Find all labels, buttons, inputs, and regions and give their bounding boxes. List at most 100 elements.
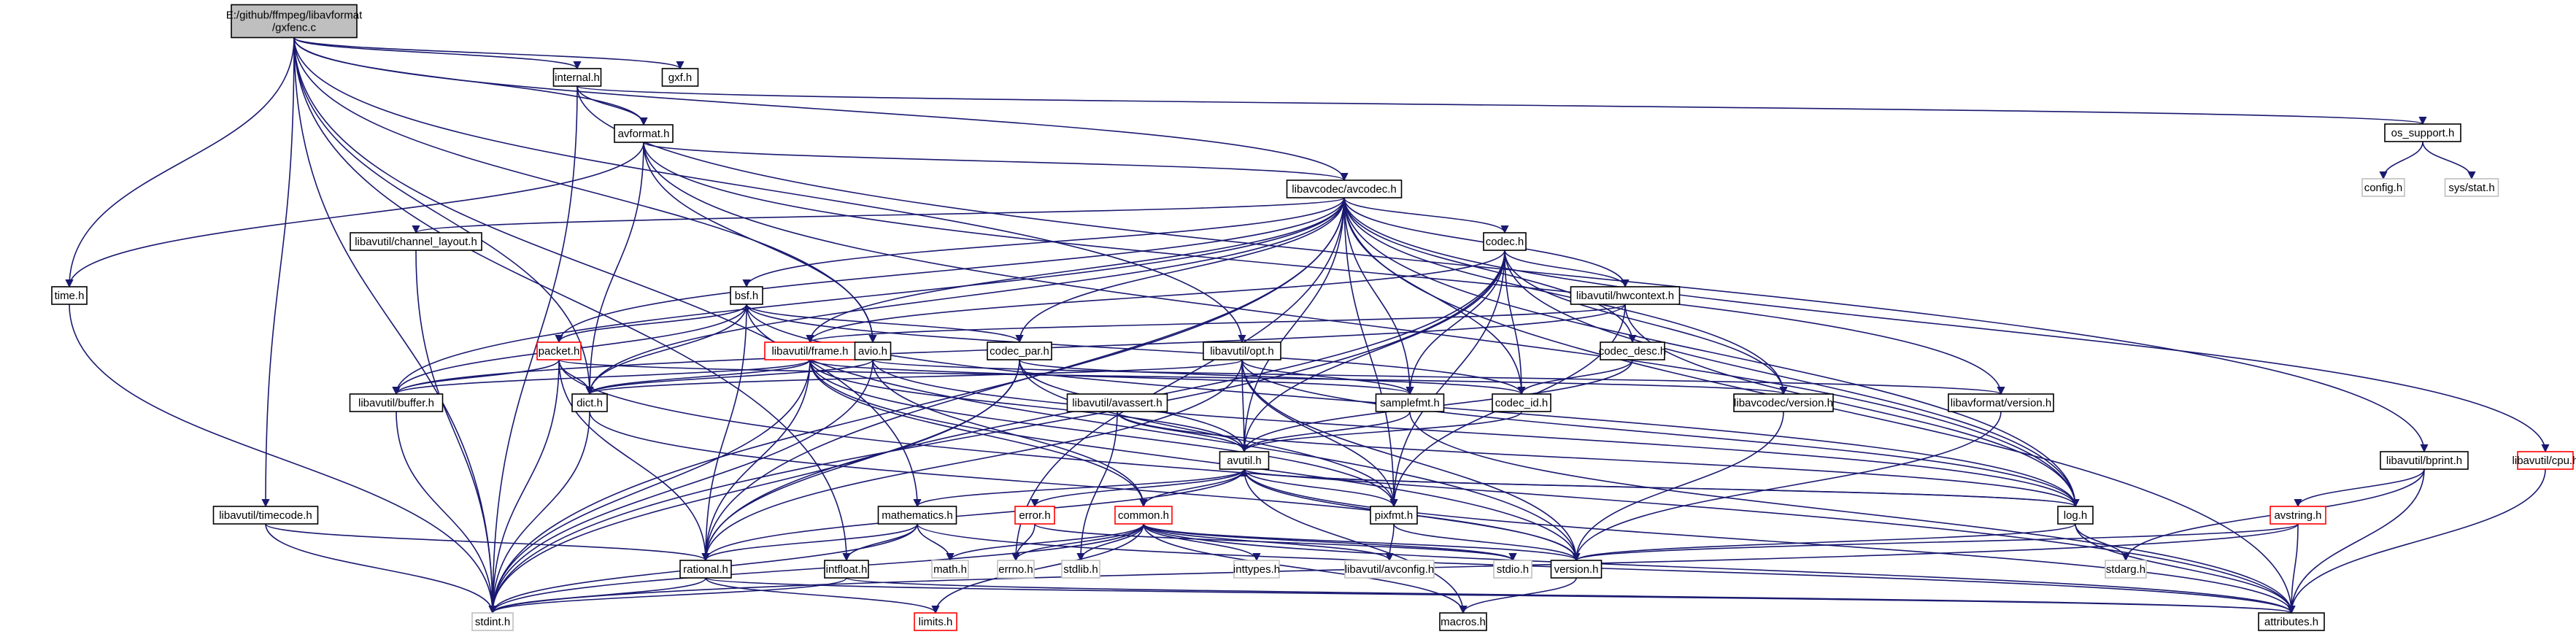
edge-bsf-to-codec_par (746, 304, 1024, 344)
edge-codec-to-hwcontext (1504, 250, 1630, 288)
edge-avformat-to-log (643, 142, 2080, 508)
node-packet[interactable]: packet.h (536, 341, 582, 360)
node-box-channel_layout (350, 232, 482, 251)
node-box-hwcontext (1570, 286, 1681, 305)
edge-codec-to-avcodec_version (1504, 250, 1788, 395)
edge-avcodec-to-channel_layout (412, 197, 1345, 234)
edge-pixfmt-to-avconfig (1385, 523, 1395, 562)
edge-codec_id-to-avutil (1240, 411, 1522, 453)
node-label-log: log.h (2064, 509, 2088, 522)
edge-avcodec-to-codec_par (1015, 197, 1345, 344)
node-label-channel_layout: libavutil/channel_layout.h (355, 236, 477, 248)
node-rational[interactable]: rational.h (679, 560, 732, 579)
node-samplefmt[interactable]: samplefmt.h (1375, 393, 1445, 412)
node-codec_id[interactable]: codec_id.h (1492, 393, 1551, 412)
node-internal[interactable]: internal.h (552, 68, 602, 87)
edge-avstring-to-version (1572, 523, 2299, 562)
node-intfloat[interactable]: intfloat.h (824, 560, 869, 579)
node-box-avassert (1066, 393, 1168, 412)
node-label-math: math.h (933, 563, 967, 576)
edge-avcodec-to-log (1343, 197, 2080, 508)
node-bsf[interactable]: bsf.h (730, 286, 763, 305)
node-label-codec_desc: codec_desc.h (1599, 345, 1667, 358)
node-log[interactable]: log.h (2057, 506, 2094, 525)
node-avformat_version[interactable]: libavformat/version.h (1948, 393, 2054, 412)
node-avio[interactable]: avio.h (854, 341, 892, 360)
node-label-buffer: libavutil/buffer.h (358, 397, 434, 409)
node-version[interactable]: version.h (1550, 560, 1603, 579)
edge-codec-to-avutil (1240, 250, 1505, 453)
node-bprint[interactable]: libavutil/bprint.h (2380, 451, 2469, 470)
edge-codec-to-log (1504, 250, 2080, 508)
node-mathematics[interactable]: mathematics.h (877, 506, 957, 525)
edge-codec-to-pixfmt (1389, 250, 1505, 508)
edge-avcodec-to-cpu (1343, 197, 2550, 453)
node-hwcontext[interactable]: libavutil/hwcontext.h (1570, 286, 1681, 305)
node-inttypes: inttypes.h (1233, 560, 1280, 579)
edge-avformat-to-time (65, 142, 644, 288)
node-gxf[interactable]: gxf.h (661, 68, 699, 87)
node-root[interactable]: E:/github/ffmpeg/libavformat/gxfenc.c (226, 4, 363, 39)
edge-mathematics-to-attributes (917, 523, 2296, 614)
node-limits[interactable]: limits.h (914, 612, 957, 631)
node-avassert[interactable]: libavutil/avassert.h (1066, 393, 1168, 412)
node-box-attributes (2258, 612, 2325, 631)
node-label-dict: dict.h (576, 397, 603, 409)
node-attributes[interactable]: attributes.h (2258, 612, 2325, 631)
node-box-stdint (471, 612, 514, 631)
node-stdio: stdio.h (1493, 560, 1532, 579)
edge-bsf-to-packet (555, 304, 747, 344)
edge-root-to-opt (293, 37, 1246, 344)
edge-packet-to-stdint (488, 359, 560, 614)
edge-frame-to-samplefmt (809, 359, 1414, 395)
edge-avutil-to-rational (701, 468, 1245, 562)
edge-root-to-avcodec (293, 37, 1349, 182)
node-label-avio: avio.h (858, 345, 887, 358)
node-avcodec_version[interactable]: libavcodec/version.h (1733, 393, 1834, 412)
node-avformat[interactable]: avformat.h (614, 124, 674, 143)
edge-opt-to-version (1241, 359, 1581, 562)
edge-avio-to-common (872, 359, 1148, 508)
node-box-root (231, 4, 358, 39)
node-error[interactable]: error.h (1014, 506, 1055, 525)
edge-frame-to-avutil (809, 359, 1249, 453)
node-label-errno: errno.h (998, 563, 1033, 576)
node-label-limits: limits.h (919, 616, 953, 628)
node-macros[interactable]: macros.h (1439, 612, 1487, 631)
node-codec_desc[interactable]: codec_desc.h (1599, 341, 1667, 360)
node-os_support[interactable]: os_support.h (2384, 123, 2461, 142)
node-codec[interactable]: codec.h (1483, 232, 1527, 251)
edge-opt-to-rational (701, 359, 1243, 562)
node-box-limits (914, 612, 957, 631)
node-label-bprint: libavutil/bprint.h (2386, 455, 2462, 467)
node-avstring[interactable]: avstring.h (2270, 506, 2326, 525)
node-box-error (1014, 506, 1055, 525)
node-channel_layout[interactable]: libavutil/channel_layout.h (350, 232, 482, 251)
node-dict[interactable]: dict.h (571, 393, 608, 412)
node-frame[interactable]: libavutil/frame.h (764, 341, 856, 360)
edge-codec-to-stdint (488, 250, 1505, 614)
node-box-stdio (1493, 560, 1532, 579)
node-box-sysstat (2444, 178, 2499, 197)
edge-avutil-to-error (1030, 468, 1245, 508)
node-opt[interactable]: libavutil/opt.h (1203, 341, 1281, 360)
node-time[interactable]: time.h (51, 286, 88, 305)
node-timecode[interactable]: libavutil/timecode.h (212, 506, 319, 525)
edge-frame-to-common (809, 359, 1148, 508)
edge-avcodec-to-avutil (1240, 197, 1345, 453)
node-label-mathematics: mathematics.h (882, 509, 953, 522)
node-box-codec_id (1492, 393, 1551, 412)
edge-avassert-to-avutil (1117, 411, 1249, 453)
node-common[interactable]: common.h (1114, 506, 1173, 525)
edge-os_support-to-config (2379, 141, 2423, 180)
node-codec_par[interactable]: codec_par.h (987, 341, 1052, 360)
node-cpu[interactable]: libavutil/cpu.h (2513, 451, 2576, 470)
node-pixfmt[interactable]: pixfmt.h (1370, 506, 1418, 525)
node-buffer[interactable]: libavutil/buffer.h (349, 393, 444, 412)
node-config: config.h (2361, 178, 2405, 197)
edge-hwcontext-to-frame (806, 304, 1626, 344)
node-sysstat: sys/stat.h (2444, 178, 2499, 197)
node-avutil[interactable]: avutil.h (1219, 451, 1270, 470)
node-avcodec[interactable]: libavcodec/avcodec.h (1286, 179, 1403, 198)
